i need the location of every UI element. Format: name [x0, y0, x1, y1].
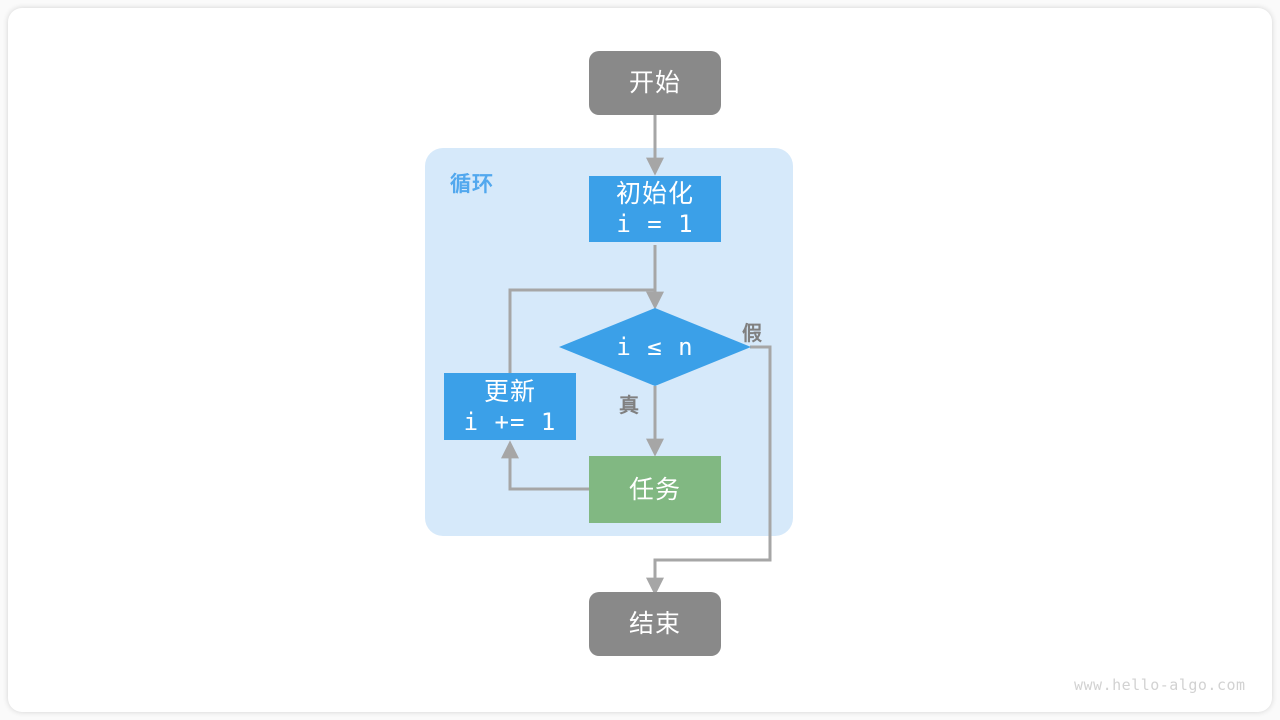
edge-label-true: 真: [619, 395, 639, 417]
loop-group-label: 循环: [450, 173, 494, 196]
edge-condition-false-to-end: [646, 345, 772, 596]
node-condition-shape[interactable]: [559, 308, 751, 386]
node-end-shape[interactable]: [589, 592, 721, 656]
node-task-shape[interactable]: [589, 456, 721, 523]
node-start-shape[interactable]: [589, 51, 721, 115]
edge-label-false: 假: [742, 323, 762, 345]
node-init-shape[interactable]: [589, 176, 721, 242]
watermark: www.hello-algo.com: [1074, 676, 1246, 694]
node-update-shape[interactable]: [444, 373, 576, 440]
edge-task-to-update: [501, 440, 589, 491]
edge-update-loopback: [508, 288, 655, 373]
